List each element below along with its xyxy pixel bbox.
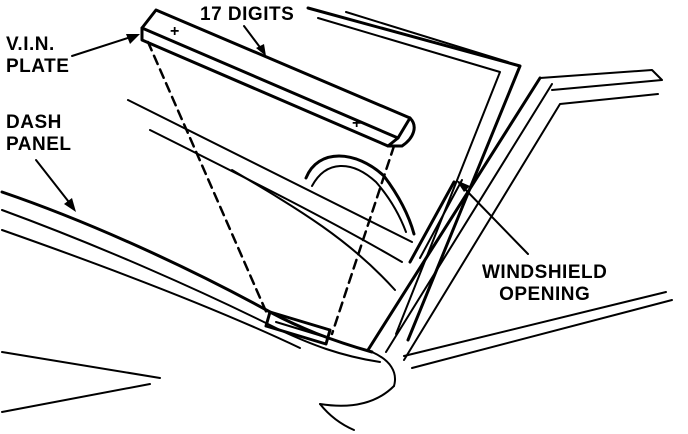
vin-plate-callout: V.I.N. PLATE: [6, 34, 69, 78]
rivet-mark-right: +: [352, 115, 361, 132]
windshield-opening-frame: [366, 69, 663, 361]
digits-arrowhead: [256, 44, 266, 56]
vin-plate-exploded: + +: [140, 8, 416, 148]
dash-panel-leader: [35, 159, 73, 207]
windshield-leader: [461, 185, 529, 255]
dash-panel-label-line2: PANEL: [6, 134, 72, 155]
digits-leader: [243, 25, 263, 51]
dash-panel-arrowhead: [64, 198, 76, 212]
dash-panel-callout: DASH PANEL: [6, 112, 71, 156]
vin-plate-label-line1: V.I.N.: [6, 34, 55, 55]
windshield-opening-callout: WINDSHIELD OPENING: [482, 262, 607, 306]
windshield-label-line1: WINDSHIELD: [482, 262, 608, 283]
windshield-glass-outline: [306, 6, 522, 342]
dash-panel-label-line1: DASH: [6, 112, 62, 133]
vin-plate-arrowhead: [126, 34, 140, 44]
windshield-label-line2: OPENING: [499, 284, 591, 305]
digits-label: 17 DIGITS: [200, 4, 295, 25]
windshield-arrowhead: [456, 180, 470, 192]
projection-lines: [146, 40, 396, 336]
vin-plate-leader: [71, 35, 135, 57]
cowl-line: [403, 291, 673, 369]
vin-plate-installed: [264, 310, 332, 346]
leader-lines: [35, 25, 529, 255]
vin-plate-label-line2: PLATE: [6, 56, 70, 77]
dash-panel-outline: [0, 190, 396, 431]
digits-callout: 17 DIGITS: [200, 4, 294, 26]
rivet-mark-left: +: [170, 23, 179, 40]
